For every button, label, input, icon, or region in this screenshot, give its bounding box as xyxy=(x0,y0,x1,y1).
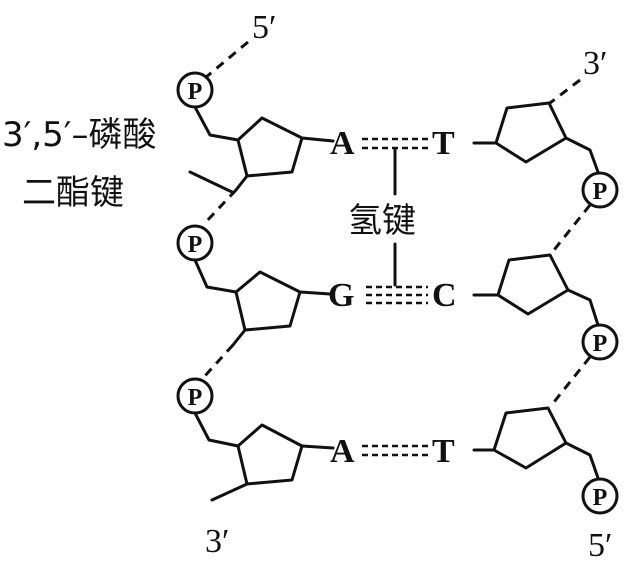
phosphodiester-bond-label-line-1: 3′,5′–磷酸 xyxy=(2,115,157,155)
backbone-link xyxy=(204,40,249,80)
backbone-link xyxy=(549,78,581,105)
left-strand-5-prime-label: 5′ xyxy=(252,9,276,46)
phosphate-label: P xyxy=(593,331,608,357)
phosphodiester-pointer-line xyxy=(188,170,234,194)
phosphate-right-1: P xyxy=(581,171,619,209)
backbone-link xyxy=(193,411,240,448)
right-strand-3-prime-label: 3′ xyxy=(583,45,607,82)
backbone-link xyxy=(564,136,600,174)
deoxyribose-sugar-left-3 xyxy=(236,423,304,486)
base-right-1: T xyxy=(432,125,455,162)
phosphate-left-1: P xyxy=(176,71,214,109)
base-left-3: A xyxy=(330,433,355,470)
phosphodiester-link xyxy=(202,188,238,226)
glycosidic-bond xyxy=(300,136,335,143)
phosphodiester-link xyxy=(201,343,235,380)
deoxyribose-sugar-right-2 xyxy=(496,253,570,316)
deoxyribose-sugar-left-2 xyxy=(234,270,302,332)
hydrogen-bond-label: 氢键 xyxy=(348,201,416,241)
phosphate-label: P xyxy=(188,385,203,411)
deoxyribose-sugar-right-3 xyxy=(492,406,568,470)
glycosidic-bond xyxy=(298,290,332,296)
base-left-2: G xyxy=(328,277,354,314)
base-left-1: A xyxy=(330,125,355,162)
base-right-3: T xyxy=(432,433,455,470)
base-right-2: C xyxy=(432,277,457,314)
phosphodiester-link xyxy=(548,356,592,408)
backbone-link xyxy=(210,482,249,502)
backbone-link xyxy=(193,105,240,142)
phosphate-left-3: P xyxy=(176,377,214,415)
phosphate-label: P xyxy=(593,179,608,205)
phosphate-right-2: P xyxy=(581,323,619,361)
backbone-link xyxy=(231,328,247,347)
left-strand-3-prime-label: 3′ xyxy=(205,523,229,560)
backbone-link xyxy=(566,288,600,327)
deoxyribose-sugar-right-1 xyxy=(494,101,568,164)
backbone-link xyxy=(193,258,238,294)
right-strand-5-prime-label: 5′ xyxy=(588,527,612,564)
backbone-link xyxy=(234,174,249,192)
phosphate-left-2: P xyxy=(176,224,214,262)
phosphate-label: P xyxy=(188,79,203,105)
phosphodiester-bond-label-line-2: 二酯键 xyxy=(22,173,124,213)
backbone-link xyxy=(564,441,600,480)
glycosidic-bond xyxy=(300,444,335,450)
deoxyribose-sugar-left-1 xyxy=(236,116,304,178)
phosphate-label: P xyxy=(188,232,203,258)
phosphodiester-link xyxy=(548,204,592,256)
phosphate-label: P xyxy=(593,485,608,511)
phosphate-right-3: P xyxy=(581,477,619,515)
